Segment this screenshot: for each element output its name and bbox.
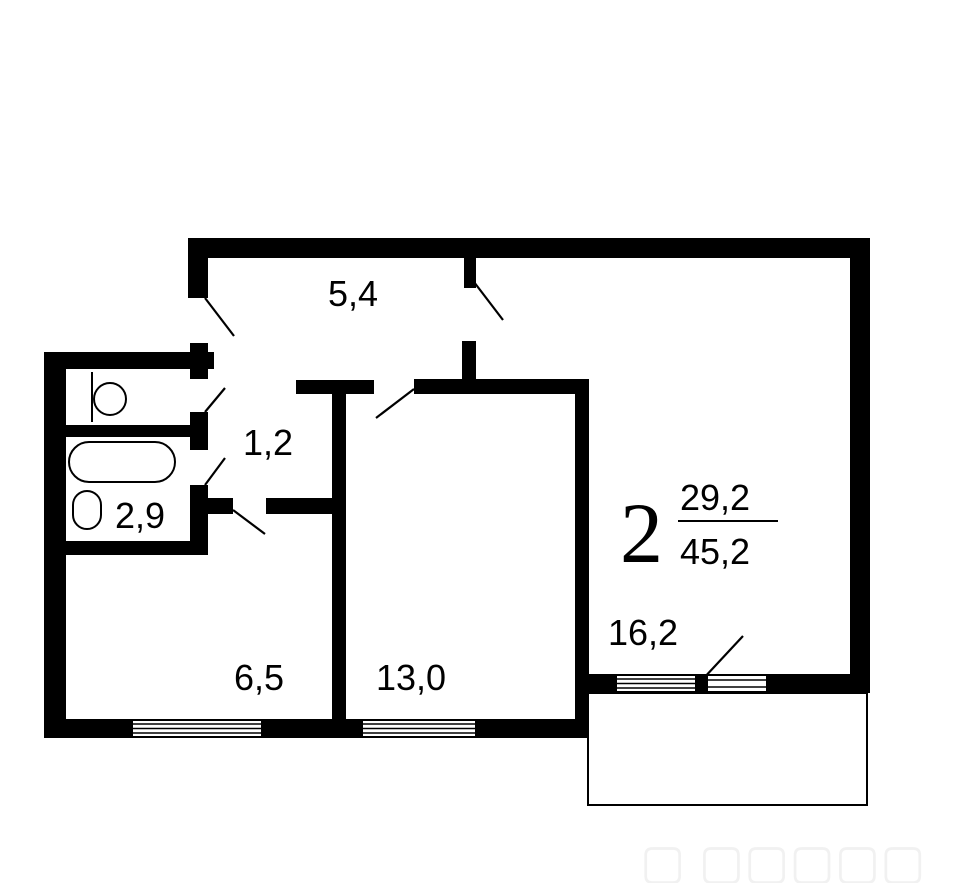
fixtures <box>68 372 176 530</box>
total-area: 45,2 <box>680 531 750 572</box>
windows <box>133 676 766 736</box>
hall-area-label: 5,4 <box>328 273 378 314</box>
sink-icon <box>72 490 102 530</box>
window-icon <box>617 676 695 691</box>
door-icon <box>375 388 415 419</box>
door-icon <box>473 281 504 321</box>
door-icon <box>204 297 235 337</box>
window-icon <box>363 721 475 736</box>
inner-walls <box>66 258 589 738</box>
bathroom-area-label: 2,9 <box>115 495 165 536</box>
window-icon <box>133 721 261 736</box>
kitchen-area-label: 6,5 <box>234 657 284 698</box>
toilet-icon <box>91 372 127 422</box>
watermark: ▢ ▢▢▢▢▢ <box>640 836 925 883</box>
door-icon <box>232 509 266 535</box>
door-icon <box>701 635 744 681</box>
door-icon <box>204 457 226 486</box>
doors <box>204 281 744 681</box>
rooms-count: 2 <box>620 485 663 581</box>
large-room-area-label: 16,2 <box>608 612 678 653</box>
toilet-area-label: 1,2 <box>243 422 293 463</box>
living-area: 29,2 <box>680 477 750 518</box>
balcony <box>587 692 868 806</box>
door-icon <box>204 387 226 413</box>
small-room-area-label: 13,0 <box>376 657 446 698</box>
bathtub-icon <box>68 441 176 483</box>
balcony-door-icon <box>708 676 766 691</box>
